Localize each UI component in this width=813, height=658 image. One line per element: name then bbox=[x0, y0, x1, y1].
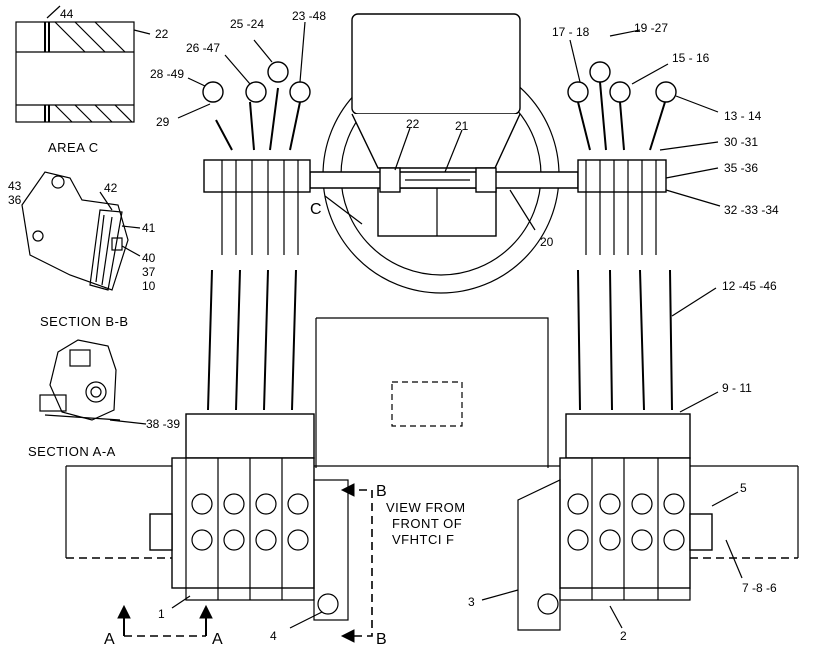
area-c-detail bbox=[15, 5, 151, 123]
callout-40: 40 bbox=[142, 251, 156, 265]
caption-section-bb: SECTION B-B bbox=[40, 314, 129, 329]
view-caption-line2: FRONT OF bbox=[392, 516, 462, 531]
callout-41: 41 bbox=[142, 221, 156, 235]
callout-1: 1 bbox=[158, 607, 165, 621]
callout-17-18: 17 - 18 bbox=[552, 25, 590, 39]
callout-19-27: 19 -27 bbox=[634, 21, 668, 35]
view-caption-line3: VFHTCI F bbox=[392, 532, 455, 547]
callout-38-39: 38 -39 bbox=[146, 417, 180, 431]
callout-32-33-34: 32 -33 -34 bbox=[724, 203, 779, 217]
callout-3: 3 bbox=[468, 595, 475, 609]
callout-10: 10 bbox=[142, 279, 156, 293]
callout-2: 2 bbox=[620, 629, 627, 643]
callout-42: 42 bbox=[104, 181, 118, 195]
callout-25-24: 25 -24 bbox=[230, 17, 264, 31]
callout-23-48: 23 -48 bbox=[292, 9, 326, 23]
section-mark-a-right: A bbox=[212, 631, 223, 648]
caption-area-c: AREA C bbox=[48, 140, 99, 155]
top-view-assembly bbox=[177, 13, 721, 294]
section-mark-c: C bbox=[310, 201, 322, 218]
callout-43: 43 bbox=[8, 179, 22, 193]
callout-13-14: 13 - 14 bbox=[724, 109, 762, 123]
section-mark-b-top: B bbox=[376, 483, 387, 500]
callout-22-top: 22 bbox=[406, 117, 420, 131]
callout-5: 5 bbox=[740, 481, 747, 495]
callout-44: 44 bbox=[60, 7, 74, 21]
callout-29: 29 bbox=[156, 115, 170, 129]
callout-28-49: 28 -49 bbox=[150, 67, 184, 81]
callout-21: 21 bbox=[455, 119, 469, 133]
callout-20: 20 bbox=[540, 235, 554, 249]
callout-26-47: 26 -47 bbox=[186, 41, 220, 55]
caption-section-aa: SECTION A-A bbox=[28, 444, 116, 459]
callout-9-11: 9 - 11 bbox=[722, 381, 752, 395]
view-caption-line1: VIEW FROM bbox=[386, 500, 466, 515]
section-mark-a-left: A bbox=[104, 631, 115, 648]
callout-36: 36 bbox=[8, 193, 22, 207]
section-aa-detail bbox=[39, 339, 147, 425]
callout-22-area-c: 22 bbox=[155, 27, 169, 41]
callout-7-8-6: 7 -8 -6 bbox=[742, 581, 777, 595]
callout-30-31: 30 -31 bbox=[724, 135, 758, 149]
front-view-assembly bbox=[65, 269, 799, 643]
callout-15-16: 15 - 16 bbox=[672, 51, 710, 65]
callout-37: 37 bbox=[142, 265, 156, 279]
section-bb-detail bbox=[21, 171, 141, 291]
callout-35-36: 35 -36 bbox=[724, 161, 758, 175]
callout-4: 4 bbox=[270, 629, 277, 643]
callout-12-45-46: 12 -45 -46 bbox=[722, 279, 777, 293]
section-mark-b-bottom: B bbox=[376, 631, 387, 648]
